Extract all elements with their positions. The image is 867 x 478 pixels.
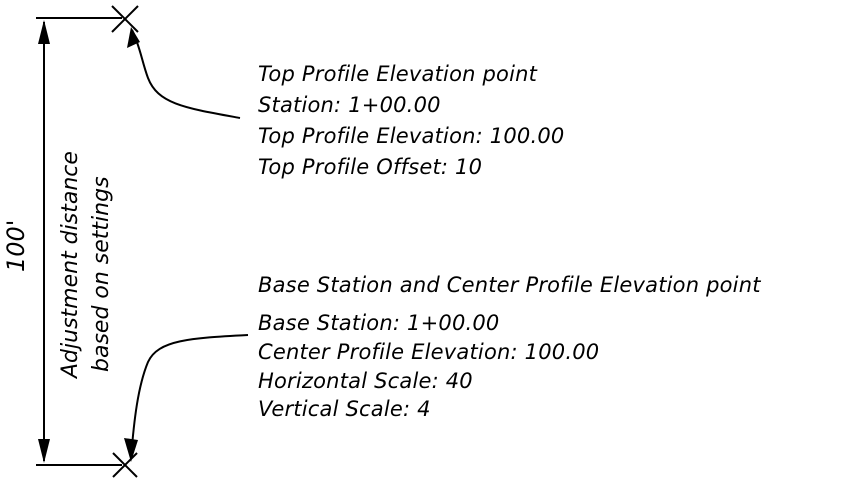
- base-point-vertical-scale: Vertical Scale: 4: [258, 397, 431, 421]
- dimension-side-label-line-1: Adjustment distance: [58, 151, 83, 378]
- top-leader-arrow: [127, 27, 140, 48]
- top-leader-line: [131, 29, 241, 119]
- base-point-horizontal-scale: Horizontal Scale: 40: [258, 369, 473, 393]
- dimension-arrow-bottom: [38, 439, 50, 463]
- base-point-marker: [112, 452, 138, 478]
- top-point-offset: Top Profile Offset: 10: [258, 155, 483, 179]
- top-point-marker: [111, 5, 139, 33]
- base-leader-arrow: [124, 438, 138, 462]
- base-leader-line: [130, 334, 249, 459]
- dimension-arrow-top: [38, 20, 50, 44]
- base-point-station: Base Station: 1+00.00: [258, 311, 500, 335]
- top-point-station: Station: 1+00.00: [258, 93, 441, 117]
- base-point-title: Base Station and Center Profile Elevatio…: [258, 273, 761, 297]
- dimension-value-label: 100': [2, 219, 30, 272]
- dimension-side-label-line-2: based on settings: [89, 176, 114, 372]
- top-point-title: Top Profile Elevation point: [258, 62, 538, 86]
- top-point-elevation: Top Profile Elevation: 100.00: [258, 124, 565, 148]
- base-point-center-elevation: Center Profile Elevation: 100.00: [258, 340, 600, 364]
